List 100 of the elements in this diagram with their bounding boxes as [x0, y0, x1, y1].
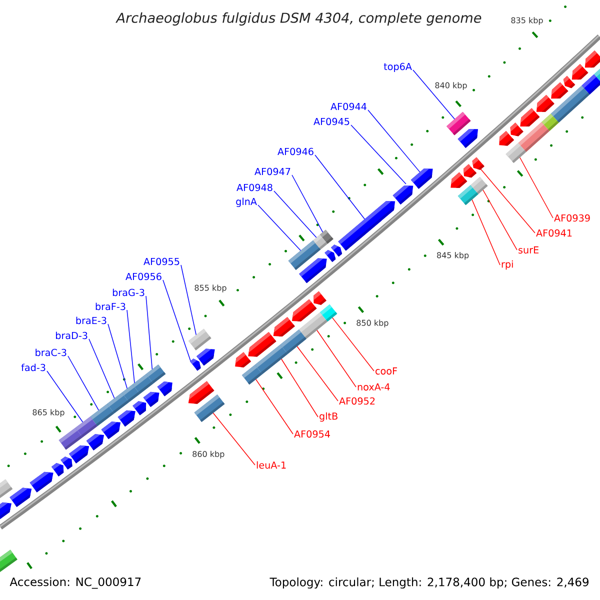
gene-label: AF0947	[254, 168, 290, 176]
gene-label: gltB	[320, 412, 338, 422]
gene-label: rpi	[502, 260, 513, 270]
gene-label: noxA-4	[358, 383, 390, 391]
gene-label: top6A	[384, 62, 412, 72]
leader-line	[296, 346, 338, 402]
gene-label: AF0939	[554, 214, 590, 222]
gene-block	[506, 142, 526, 164]
leader-line	[126, 310, 135, 384]
leader-line	[46, 370, 84, 423]
leader-line	[212, 412, 256, 466]
pointed-block	[132, 401, 146, 416]
leader-line	[162, 280, 191, 362]
gene-block	[298, 312, 328, 339]
gene-block	[288, 240, 321, 270]
leader-line	[281, 358, 318, 418]
pointed-block	[472, 157, 484, 170]
pointed-block	[196, 348, 215, 366]
pointed-block	[51, 463, 64, 476]
gene-label: braC-3	[36, 348, 66, 356]
pointed-block	[338, 201, 396, 251]
gene-block	[194, 394, 225, 422]
footer-text: Accession: NC_000917	[10, 577, 141, 589]
pointed-block	[510, 122, 524, 136]
pointed-block	[572, 64, 588, 80]
leader-line	[88, 338, 115, 399]
gene-label: braG-3	[112, 288, 144, 296]
pointed-block	[86, 434, 104, 450]
leader-line	[520, 157, 554, 218]
pointed-block	[584, 50, 600, 68]
gene-label: AF0946	[278, 148, 314, 156]
pointed-block	[450, 172, 468, 188]
pointed-block	[157, 381, 172, 396]
pointed-block	[464, 164, 477, 178]
pointed-block	[30, 472, 54, 492]
pointed-block	[101, 422, 121, 440]
leader-line	[258, 204, 301, 251]
scale-label: 855 kbp	[194, 284, 226, 292]
gene-label: surE	[518, 246, 538, 254]
gene-label: AF0945	[314, 118, 350, 126]
pointed-block	[410, 168, 433, 189]
gene-block	[242, 364, 262, 385]
leader-line	[472, 199, 500, 266]
pointed-block	[499, 130, 514, 146]
pointed-block	[324, 250, 336, 262]
leader-line	[146, 296, 153, 370]
pointed-block	[292, 299, 317, 322]
gene-label: AF0955	[144, 258, 180, 266]
gene-block	[280, 330, 306, 354]
pointed-block	[392, 186, 414, 204]
pointed-block	[68, 445, 90, 464]
scale-label: 860 kbp	[192, 450, 224, 459]
gene-label: AF0944	[330, 102, 366, 110]
leader-line	[274, 190, 317, 238]
leader-line	[368, 110, 420, 172]
pointed-block	[10, 488, 32, 507]
leader-line	[412, 70, 456, 120]
footer-text: Topology: circular; Length: 2,178,400 bp; Genes: 2,469	[270, 577, 588, 589]
leader-line	[180, 264, 196, 336]
gene-label: leuA-1	[256, 461, 286, 469]
gene-label: AF0941	[536, 229, 572, 237]
gene-label: glnA	[236, 198, 257, 207]
leader-line	[314, 154, 366, 220]
leader-line	[480, 168, 536, 234]
gene-block	[0, 550, 18, 572]
pointed-block	[190, 358, 201, 371]
pointed-block	[551, 82, 568, 99]
scale-label: 835 kbp	[511, 17, 543, 25]
scale-label: 865 kbp	[32, 409, 64, 417]
gene-label: AF0948	[236, 184, 272, 192]
gene-block	[550, 86, 590, 123]
scale-label: 845 kbp	[437, 252, 469, 260]
scale-label: 840 kbp	[435, 82, 467, 90]
gene-label: AF0956	[126, 272, 162, 280]
gene-label: braF-3	[96, 302, 126, 310]
leader-line	[108, 324, 128, 389]
gene-label: AF0952	[339, 397, 375, 405]
gene-block	[446, 112, 471, 136]
leader-line	[332, 317, 374, 372]
leader-line	[482, 190, 518, 250]
gene-label: AF0954	[294, 430, 330, 438]
scale-label: 850 kbp	[356, 320, 388, 328]
pointed-block	[188, 381, 214, 404]
leader-line	[68, 356, 99, 411]
pointed-block	[536, 94, 554, 112]
gene-block	[58, 428, 83, 450]
leader-line	[256, 379, 294, 434]
leader-line	[316, 330, 356, 388]
gene-label: braD-3	[56, 332, 88, 340]
gene-block	[0, 479, 13, 498]
gene-label: braE-3	[76, 316, 106, 324]
gene-block	[188, 328, 212, 350]
pointed-block	[235, 352, 252, 368]
pointed-block	[143, 392, 160, 408]
gene-block	[254, 344, 288, 374]
pointed-block	[118, 410, 136, 427]
pointed-block	[313, 291, 326, 305]
gene-block	[458, 185, 478, 206]
leader-line	[292, 174, 324, 233]
gene-label: cooF	[376, 367, 397, 375]
